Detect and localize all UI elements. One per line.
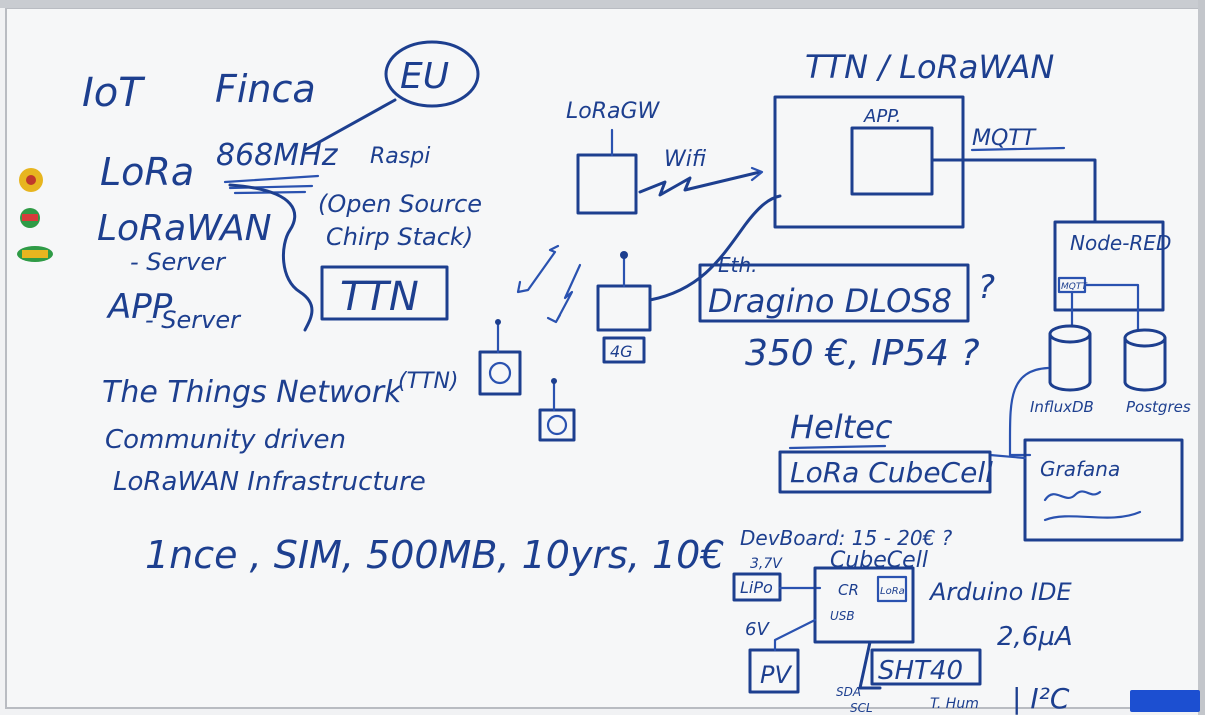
dragino-question: ? <box>978 268 995 306</box>
label-mqtt: MQTT <box>972 126 1037 151</box>
label-current: 2,6µA <box>997 622 1073 652</box>
influxdb-icon <box>1048 324 1092 392</box>
label-cubecell-box: LoRa CubeCell <box>790 456 993 489</box>
label-cr: CR <box>838 581 859 599</box>
mqtt-underline <box>970 146 1066 152</box>
brace <box>228 183 314 332</box>
ttn-server-box <box>773 95 965 229</box>
label-pricing: 1nce , SIM, 500MB, 10yrs, 10€ <box>145 533 725 577</box>
gateway-icon-1 <box>488 361 512 385</box>
board-top-frame <box>0 0 1205 8</box>
label-raspi: Raspi <box>370 144 430 169</box>
label-app-server: - Server <box>145 306 242 334</box>
label-wifi: Wifi <box>664 147 707 172</box>
label-arduino: Arduino IDE <box>928 578 1072 606</box>
mqtt-link <box>930 158 1097 224</box>
label-node-red: Node-RED <box>1070 231 1171 255</box>
board-right-frame <box>1198 0 1205 715</box>
label-lora-chip: LoRa <box>880 586 905 597</box>
label-heltec: Heltec <box>790 408 893 446</box>
label-lipo: LiPo <box>740 578 773 597</box>
label-lorawan: LoRaWAN <box>97 208 272 249</box>
label-868mhz: 868MHz <box>216 138 339 173</box>
ttn-icon-box-2 <box>538 408 576 442</box>
arrow-gw-ttn <box>516 244 560 294</box>
eu-pointer-line <box>303 98 397 152</box>
db-grafana-link <box>1008 366 1050 457</box>
label-temp-hum: T. Hum <box>930 696 979 712</box>
label-6v: 6V <box>745 619 770 640</box>
label-pv: PV <box>760 661 792 689</box>
heltec-underline <box>788 444 887 450</box>
label-server: - Server <box>130 248 227 276</box>
ttn-icon-box-1 <box>478 350 522 396</box>
cubecell-box <box>778 450 992 494</box>
sht-link <box>858 640 882 690</box>
label-lora-gw: LoRaGW <box>566 99 661 124</box>
dragino-box <box>698 263 970 323</box>
lora-chip <box>876 575 908 603</box>
eu-label: EU <box>400 56 449 97</box>
sht40-box <box>870 648 982 686</box>
label-dragino: Dragino DLOS8 <box>708 282 952 320</box>
label-ttn-lorawan: TTN / LoRaWAN <box>805 48 1054 86</box>
pv-link <box>773 618 817 652</box>
heading-iot: IoT <box>82 70 146 116</box>
cubecell-board <box>813 566 915 644</box>
label-sht40: SHT40 <box>878 656 963 686</box>
node-red-links <box>1070 283 1140 332</box>
ttn-box-label: TTN <box>340 274 419 320</box>
label-mqtt-small: MQTT <box>1061 282 1088 292</box>
label-infrastructure: LoRaWAN Infrastructure <box>113 467 426 497</box>
wifi-arrowhead <box>750 166 764 182</box>
lightning-4g <box>546 263 582 324</box>
sticker-3 <box>17 246 53 262</box>
ttn-box <box>320 265 449 321</box>
sticker-2 <box>20 208 40 228</box>
heltec-grafana-link <box>988 453 1027 460</box>
label-postgres: Postgres <box>1126 398 1191 416</box>
sticker-1 <box>19 168 43 192</box>
label-devboard: DevBoard: 15 - 20€ ? <box>740 526 953 550</box>
eth-line <box>648 194 782 302</box>
label-ttn-abbr: (TTN) <box>398 369 459 394</box>
label-chirpstack: Chirp Stack) <box>326 223 473 251</box>
eu-circle <box>384 40 480 108</box>
label-3v7: 3,7V <box>750 556 783 572</box>
node-red-box <box>1053 220 1165 312</box>
wifi-zigzag <box>638 170 762 197</box>
label-app: APP <box>106 287 173 327</box>
label-ttn-full: The Things Network <box>102 375 403 410</box>
gateway-icon-2 <box>546 414 568 436</box>
label-influxdb: InfluxDB <box>1030 398 1094 416</box>
blue-magnet <box>1130 690 1200 712</box>
label-app-box: APP. <box>863 106 901 127</box>
postgres-icon <box>1123 328 1167 392</box>
label-open-source: (Open Source <box>318 190 482 218</box>
grafana-box <box>1023 438 1184 542</box>
gateway-box <box>576 153 638 215</box>
label-scl: SCL <box>850 701 873 715</box>
label-dragino-price: 350 €, IP54 ? <box>745 333 980 374</box>
heading-finca: Finca <box>215 67 316 111</box>
label-i2c: | I²C <box>1012 682 1070 715</box>
label-usb: USB <box>830 609 855 623</box>
label-lora: LoRa <box>100 150 194 194</box>
label-community: Community driven <box>105 425 346 455</box>
label-sda: SDA <box>836 685 861 699</box>
4g-box <box>602 336 646 364</box>
label-grafana: Grafana <box>1040 457 1120 481</box>
label-4g: 4G <box>610 342 633 361</box>
grafana-chart <box>1043 490 1142 522</box>
